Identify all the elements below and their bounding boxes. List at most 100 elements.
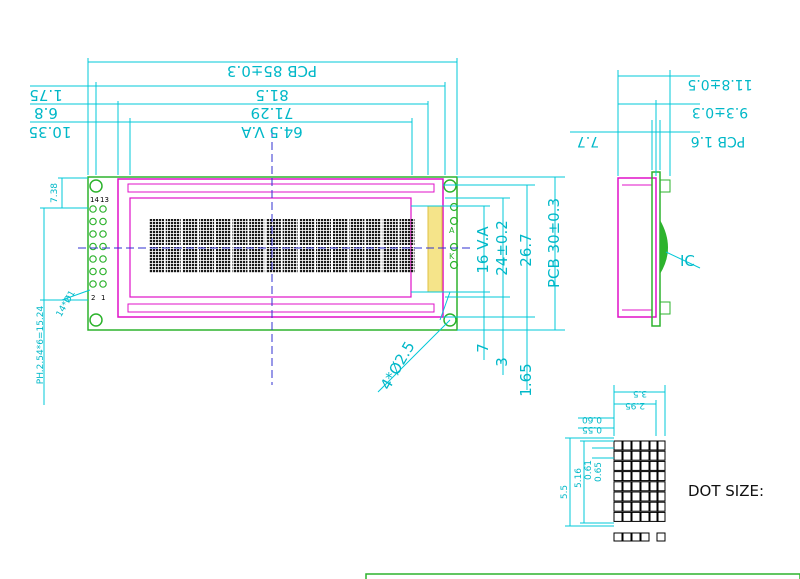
backlight-pad [449,202,459,212]
pin-pads [89,205,107,288]
dim-6-8: 6.8 [34,104,58,122]
character-cell [399,219,415,245]
dot-cell [622,511,632,522]
character-cell [316,219,331,245]
pin-label-1: 1 [101,294,105,302]
dim-3-5: 3.5 [633,388,647,398]
dot-cell [631,460,641,471]
pin-pad [89,217,97,226]
character-cell [232,247,248,273]
dim-2-95: 2.95 [625,400,645,410]
left-dimensions [40,177,91,405]
dot-cell [622,481,632,492]
side-pin [659,301,671,315]
character-cell [165,219,181,245]
dot-dimensions [565,385,666,527]
pin-label-2: 2 [91,294,95,302]
character-cell [199,247,215,273]
dot-cell [640,471,650,482]
dim-3: 3 [493,357,511,367]
character-cell [366,247,382,273]
dot-cell [656,471,666,482]
dim-pcb-width: PCB 85±0.3 [227,62,317,80]
dot-cell [622,471,632,482]
dim-10-35: 10.35 [29,123,72,141]
character-cell [399,247,415,273]
dot-cell [622,501,632,512]
side-view [617,171,701,327]
character-cell [282,219,298,245]
dot-size-caption: DOT SIZE: [688,482,764,500]
dot-cell [613,511,623,522]
dot-cell [622,491,632,502]
character-cell [299,247,315,273]
dim-9-3: 9.3±0.3 [692,104,748,120]
dim-7-7: 7.7 [577,133,599,149]
mount-hole [443,313,457,327]
dot-cell [656,511,666,522]
dim-0-61: 0.61 [584,460,594,480]
pin-pad [99,242,107,251]
character-cell [282,247,298,273]
dot-cell [640,481,650,492]
dot-cell [640,511,650,522]
dot-cell [613,450,623,461]
character-cell [249,219,265,245]
dot-cell [631,471,641,482]
dim-viewing-area-height: 16 V.A [474,226,492,274]
dot-cell [622,460,632,471]
dot-cell [640,491,650,502]
character-cell [149,247,164,273]
dim-24: 24±0.2 [493,220,511,276]
character-cell [249,247,265,273]
character-cell [349,247,365,273]
character-cell [215,219,231,245]
character-cell [382,247,398,273]
dot-cell [649,491,659,502]
pin-pad [99,280,107,288]
dot-cell [656,460,666,471]
bezel-strip [127,183,435,193]
pin-pad [89,230,97,238]
dot-cell [656,491,666,502]
backlight-pad [449,242,459,252]
dot-cell [656,481,666,492]
ic-blob [660,220,668,274]
dot-cell [656,501,666,512]
dot-cell [631,511,641,522]
character-cell [232,219,248,245]
side-pin [659,179,671,193]
pin-pad [99,205,107,213]
character-cell [299,219,315,245]
character-cell [215,247,231,273]
ic-label: IC [680,252,695,270]
dim-0-60: 0.60 [582,414,602,424]
character-cell [182,219,198,245]
dot-matrix [613,440,666,522]
backlight-pad [449,216,459,226]
character-grid [149,219,415,273]
pin-pad [99,230,107,238]
dot-cell [640,501,650,512]
front-view [78,130,470,385]
dim-0-55: 0.55 [582,424,602,434]
dim-5-16: 5.16 [574,468,584,488]
dim-7: 7 [474,343,492,353]
pin-pad [89,267,97,276]
mount-hole [89,313,103,327]
dim-7-38: 7.38 [50,183,60,203]
bottom-panel-edge [365,573,800,579]
dot-cell [656,440,666,451]
top-dimensions [30,58,458,175]
bezel-strip [127,303,435,313]
right-dimensions [377,176,565,393]
character-cell [349,219,365,245]
pin-pitch-label: PH.2.54*6=15.24 [36,305,46,384]
pin-pad [89,242,97,251]
dot-cell [649,501,659,512]
pin-pad [89,255,97,263]
dot-cell [640,440,650,451]
dot-cell [640,460,650,471]
dot-detail [613,440,666,542]
